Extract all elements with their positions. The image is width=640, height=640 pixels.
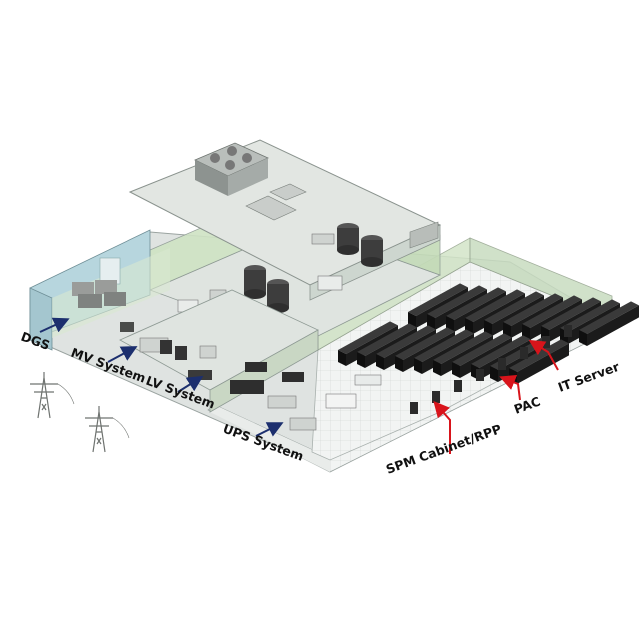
lv-system-arrow bbox=[177, 375, 204, 393]
power-pylon-icon bbox=[30, 372, 75, 419]
pac-unit bbox=[432, 391, 440, 403]
mv-system-arrow bbox=[107, 346, 138, 363]
callout-arrows bbox=[39, 317, 559, 454]
pac-unit bbox=[564, 325, 572, 337]
pac-unit bbox=[476, 369, 484, 381]
it-server-arrow bbox=[528, 339, 559, 371]
spm-arrow bbox=[433, 400, 451, 454]
pac-unit bbox=[454, 380, 462, 392]
power-pylon-icon bbox=[85, 406, 130, 453]
dgs-room bbox=[29, 229, 170, 351]
server-racks bbox=[338, 283, 639, 414]
pac-unit bbox=[498, 358, 506, 370]
pac-label: PAC bbox=[512, 394, 542, 417]
pac-arrow bbox=[499, 375, 521, 401]
switchgear-rooms bbox=[119, 289, 382, 431]
pac-unit bbox=[520, 347, 528, 359]
server-rack bbox=[579, 301, 639, 346]
dgs-arrow bbox=[39, 317, 70, 333]
it-server-label: IT Server bbox=[556, 359, 622, 395]
pac-unit bbox=[542, 336, 550, 348]
pac-unit bbox=[410, 402, 418, 414]
ups-system-arrow bbox=[255, 422, 284, 437]
roof-cooling-units bbox=[194, 142, 439, 249]
